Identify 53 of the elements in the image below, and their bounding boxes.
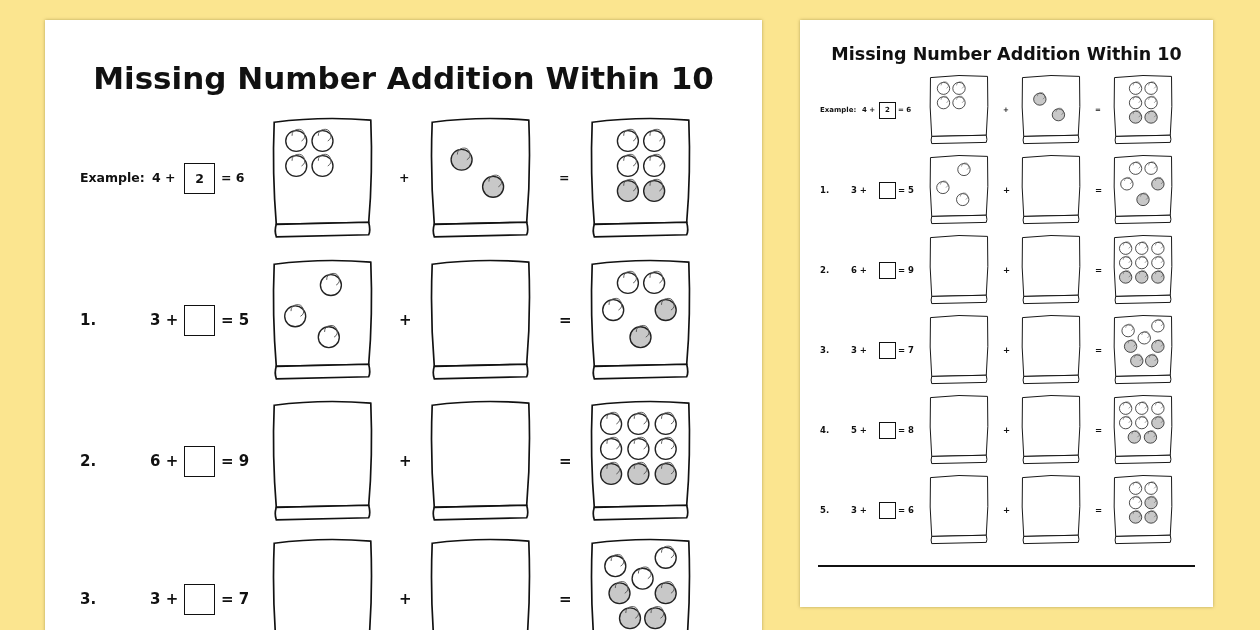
equation-text: = 6	[221, 171, 245, 185]
equation-text: = 9	[221, 453, 250, 469]
question-number: 4.	[820, 425, 830, 435]
equals-sign: =	[559, 591, 572, 607]
question-number: 3.	[80, 591, 97, 607]
answer-box	[879, 341, 896, 359]
equation-text: 3 +	[150, 591, 179, 607]
equation-text: 6 +	[851, 265, 867, 275]
equals-sign: =	[1095, 425, 1103, 435]
question-number: 2.	[820, 265, 830, 275]
question-number: Example:	[80, 171, 145, 185]
worksheet-page	[800, 20, 1213, 607]
question-number: 2.	[80, 453, 97, 469]
equation-text: 3 +	[150, 312, 179, 328]
equals-sign: =	[1095, 185, 1103, 195]
plus-sign: +	[399, 453, 412, 469]
question-number: 3.	[820, 345, 830, 355]
equals-sign: =	[559, 171, 570, 185]
answer-box	[879, 181, 896, 199]
plus-sign: +	[1003, 265, 1011, 275]
question-number: 1.	[80, 312, 97, 328]
equation-text: 5 +	[851, 425, 867, 435]
answer-box	[184, 445, 215, 477]
answer-box: 2	[184, 162, 215, 194]
equation-text: 3 +	[851, 185, 867, 195]
answer-box	[879, 261, 896, 279]
equation-text: 3 +	[851, 345, 867, 355]
equals-sign: =	[1095, 265, 1103, 275]
plus-sign: +	[1003, 345, 1011, 355]
plus-sign: +	[1003, 425, 1011, 435]
equation-text: = 5	[221, 312, 250, 328]
equals-sign: =	[1095, 345, 1103, 355]
plus-sign: +	[399, 171, 410, 185]
answer-box	[879, 501, 896, 519]
equation-text: 4 +	[152, 171, 176, 185]
plus-sign: +	[1003, 185, 1011, 195]
worksheet-page	[45, 20, 762, 630]
worksheet-title: Missing Number Addition Within 10	[92, 60, 715, 96]
equation-text: 3 +	[851, 505, 867, 515]
plus-sign: +	[399, 312, 412, 328]
worksheet-title: Missing Number Addition Within 10	[830, 44, 1183, 64]
equals-sign: =	[1095, 505, 1103, 515]
answer-box	[184, 304, 215, 336]
equation-text: 6 +	[150, 453, 179, 469]
question-number: 5.	[820, 505, 830, 515]
question-number: 1.	[820, 185, 830, 195]
plus-sign: +	[399, 591, 412, 607]
equals-sign: =	[559, 312, 572, 328]
answer-box	[184, 583, 215, 615]
plus-sign: +	[1003, 505, 1011, 515]
answer-box	[879, 421, 896, 439]
equals-sign: =	[559, 453, 572, 469]
equation-text: = 7	[221, 591, 250, 607]
